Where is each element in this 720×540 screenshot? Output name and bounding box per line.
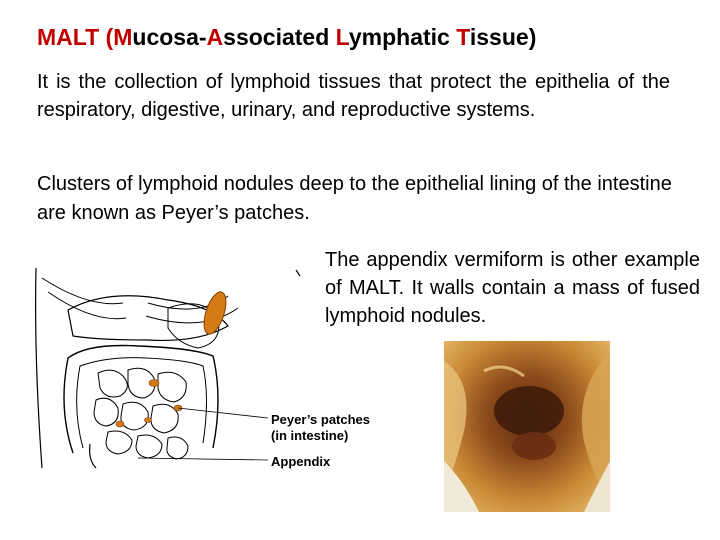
appendix-paragraph: The appendix vermiform is other example … bbox=[325, 249, 700, 327]
slide-title: MALT (Mucosa-Associated Lymphatic Tissue… bbox=[37, 24, 677, 51]
photo-highlight bbox=[483, 365, 525, 378]
rib-lines bbox=[41, 277, 239, 324]
appendix-pointer-line bbox=[137, 457, 269, 461]
definition-paragraph: It is the collection of lymphoid tissues… bbox=[37, 71, 670, 121]
title-issue: issue) bbox=[469, 24, 537, 50]
peyers-patches bbox=[115, 379, 183, 428]
title-letter-l: L bbox=[335, 24, 349, 50]
title-ucosa: ucosa- bbox=[132, 24, 207, 50]
photo-glove-left bbox=[444, 461, 479, 512]
abdomen-illustration: Peyer’s patches (in intestine) Appendix bbox=[35, 267, 370, 469]
peyers-label-line1: Peyer’s patches bbox=[271, 412, 370, 427]
title-ymphatic: ymphatic bbox=[348, 24, 457, 50]
title-letter-a: A bbox=[206, 24, 224, 50]
large-intestine-inner bbox=[76, 357, 207, 449]
small-intestine bbox=[93, 367, 189, 460]
photo-dark-center bbox=[494, 386, 564, 436]
photo-fold-left bbox=[444, 361, 467, 491]
peyers-pointer-line bbox=[177, 407, 269, 419]
title-ssociated: ssociated bbox=[223, 24, 336, 50]
photo-lumen bbox=[512, 432, 556, 460]
title-letter-t: T bbox=[456, 24, 470, 50]
appendix-dissection-photo bbox=[444, 341, 610, 512]
stomach bbox=[167, 303, 220, 349]
torso-outline-right bbox=[295, 269, 301, 277]
peyers-patches-paragraph: Clusters of lymphoid nodules deep to the… bbox=[37, 173, 672, 224]
title-malt: MALT ( bbox=[37, 24, 114, 50]
appendix-label: Appendix bbox=[271, 454, 331, 469]
large-intestine bbox=[63, 344, 219, 454]
torso-outline bbox=[35, 267, 43, 469]
photo-glove-right bbox=[584, 461, 610, 512]
appendix bbox=[89, 443, 97, 469]
photo-fold-right bbox=[581, 351, 610, 501]
liver bbox=[67, 295, 229, 341]
title-letter-m: M bbox=[113, 24, 133, 50]
peyers-label-line2: (in intestine) bbox=[271, 428, 348, 443]
spleen bbox=[203, 291, 227, 335]
